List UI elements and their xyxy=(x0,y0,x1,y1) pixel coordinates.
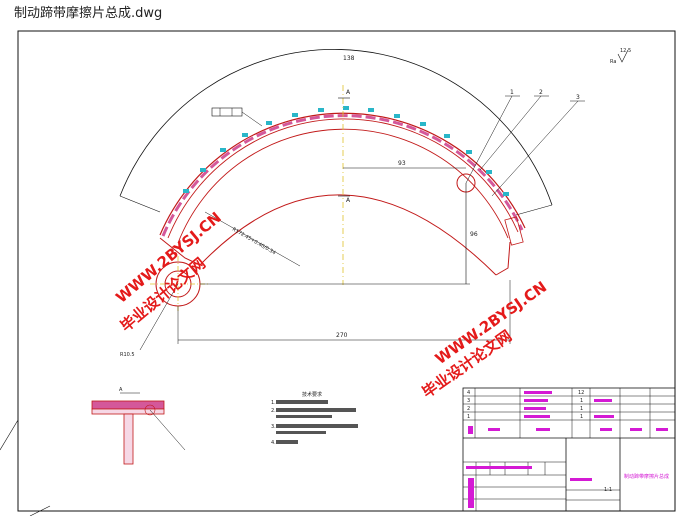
row-qty-3: 1 xyxy=(580,398,583,404)
dim-96: 96 xyxy=(470,231,478,238)
technical-requirements: 技术要求 1. 2. 3. 4. xyxy=(271,391,358,446)
tech-req-line-4: 4. xyxy=(271,440,276,446)
pad-inner-arc xyxy=(167,118,519,239)
part-number-2: 2 xyxy=(539,89,543,96)
tech-req-line-3: 3. xyxy=(271,424,276,430)
dim-radial: R172.45+0.40/0.34 xyxy=(231,227,277,257)
dim-270: 270 xyxy=(336,332,348,339)
row-no-4: 4 xyxy=(467,390,470,396)
watermark-left: 毕业设计论文网 WWW.2BYSJ.CN xyxy=(112,208,224,335)
dim-top-arc: 138 xyxy=(343,55,355,62)
row-no-1: 1 xyxy=(467,414,470,420)
rivets xyxy=(183,106,509,196)
web-inner-arc xyxy=(199,194,497,276)
section-mark-top: A xyxy=(346,89,351,96)
pad-segments xyxy=(161,114,524,237)
title-block-scale: 1:1 xyxy=(604,487,612,493)
roughness-icon xyxy=(617,49,629,63)
svg-text:Ra: Ra xyxy=(610,59,616,65)
part-number-3: 3 xyxy=(576,94,580,101)
title-block-drawing-name: 制动蹄带摩擦片总成 xyxy=(624,473,669,480)
watermark-right: 毕业设计论文网 WWW.2BYSJ.CN xyxy=(419,278,550,402)
tech-req-title: 技术要求 xyxy=(302,391,322,398)
dim-93: 93 xyxy=(398,160,406,167)
row-qty-2: 1 xyxy=(580,406,583,412)
svg-text:A: A xyxy=(119,387,123,393)
roughness-value: 12.5 xyxy=(620,48,631,54)
title-block: 4 3 2 1 12 1 1 1 xyxy=(462,387,676,512)
row-qty-4: 12 xyxy=(578,390,584,396)
part-number-1: 1 xyxy=(510,89,514,96)
shoe-rim-arc xyxy=(177,128,509,244)
row-no-2: 2 xyxy=(467,406,470,412)
drawing-frame xyxy=(17,30,676,512)
section-mark-bottom: A xyxy=(346,197,351,204)
row-qty-1: 1 xyxy=(580,414,583,420)
outer-dimension-arc xyxy=(119,48,553,206)
pad-outer-arc xyxy=(159,112,526,236)
section-view: A xyxy=(91,387,186,465)
row-no-3: 3 xyxy=(467,398,470,404)
dim-bottom-left: R10.5 xyxy=(120,352,135,358)
tolerance-frame xyxy=(211,107,243,117)
tech-req-line-1: 1. xyxy=(271,400,276,406)
tech-req-line-2: 2. xyxy=(271,408,276,414)
window-title: 制动蹄带摩擦片总成.dwg xyxy=(14,6,163,21)
